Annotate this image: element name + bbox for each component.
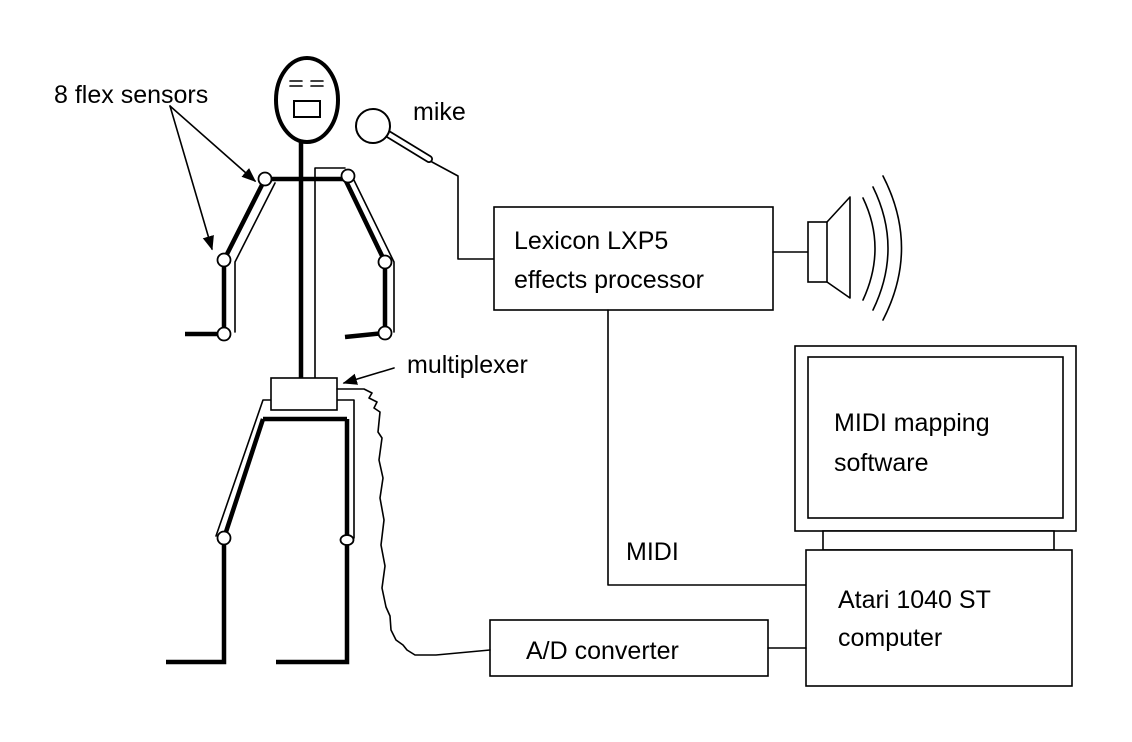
flex-sensor-left-shoulder bbox=[257, 171, 273, 187]
sensor-cable bbox=[336, 388, 491, 656]
midi-label: MIDI bbox=[626, 538, 679, 566]
atari-computer-box bbox=[805, 549, 1073, 687]
face-icon bbox=[289, 80, 324, 118]
flex-sensor-right-wrist bbox=[377, 325, 393, 341]
flex-sensor-left-wrist bbox=[216, 326, 232, 342]
atari-label-line2: computer bbox=[838, 624, 942, 652]
microphone-icon bbox=[355, 108, 433, 163]
performer-figure bbox=[166, 56, 395, 665]
ad-converter-label: A/D converter bbox=[526, 637, 679, 665]
midi-software-label-line1: MIDI mapping bbox=[834, 409, 990, 437]
mic-cable bbox=[431, 161, 495, 260]
midi-software-label-line2: software bbox=[834, 449, 928, 477]
lexicon-label-line2: effects processor bbox=[514, 266, 704, 294]
left-arm bbox=[185, 177, 268, 337]
ad-converter-box bbox=[489, 619, 769, 677]
flex-sensors-label: 8 flex sensors bbox=[54, 81, 208, 109]
lexicon-effects-processor-box bbox=[493, 206, 774, 311]
midi-cable bbox=[607, 309, 807, 586]
multiplexer-label: multiplexer bbox=[407, 351, 528, 379]
flex-sensor-left-elbow bbox=[216, 252, 232, 268]
flex-sensor-right-elbow bbox=[377, 254, 393, 270]
multiplexer-box bbox=[270, 377, 338, 411]
flex-sensors-arrow-shoulder bbox=[169, 105, 257, 182]
flex-sensor-right-shoulder bbox=[340, 168, 356, 184]
atari-label-line1: Atari 1040 ST bbox=[838, 586, 991, 614]
sound-waves-icon bbox=[862, 175, 903, 321]
speaker-icon bbox=[772, 196, 851, 299]
left-leg bbox=[166, 418, 266, 665]
monitor-icon bbox=[794, 345, 1077, 551]
right-arm bbox=[342, 178, 388, 340]
multiplexer-arrow bbox=[342, 367, 395, 385]
right-leg bbox=[276, 419, 350, 665]
flex-sensor-right-knee bbox=[339, 534, 355, 546]
flex-sensors-arrow-elbow bbox=[169, 105, 214, 251]
lexicon-label-line1: Lexicon LXP5 bbox=[514, 227, 668, 255]
mike-label: mike bbox=[413, 98, 466, 126]
flex-sensor-left-knee bbox=[216, 530, 232, 546]
